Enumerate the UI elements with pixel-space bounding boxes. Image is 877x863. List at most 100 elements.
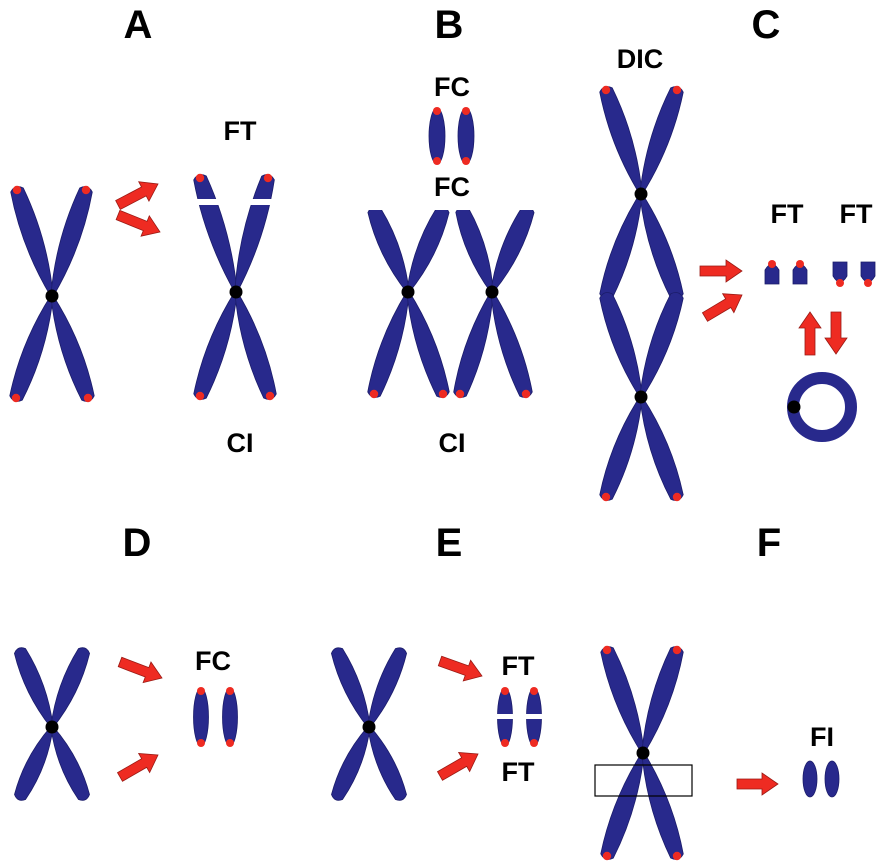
a-chromosome-telomere-3 [83, 393, 93, 403]
panel-letter-a: A [124, 3, 153, 47]
c-dicentric-upper-arm-3 [639, 193, 684, 300]
b-chromosome-left-arm-0 [367, 206, 410, 293]
d-fragment-left-telomere-top [197, 687, 205, 695]
d-chromosome-arm-2 [14, 726, 54, 801]
b-chromosome-right-telomere-2 [455, 389, 465, 399]
e-chromosome-arm-3 [367, 726, 407, 801]
b-chromosome-left-arm-2 [367, 291, 410, 398]
d-fragment-left-telomere-bottom [197, 739, 205, 747]
f-chromosome-telomere-3 [672, 851, 682, 861]
label-d-fc: FC [195, 646, 231, 676]
a-chromosome-telomere-2 [11, 393, 21, 403]
selection-box [594, 764, 693, 797]
panel-letter-f: F [757, 521, 781, 565]
e-chromosome-centromere [362, 720, 376, 734]
b-chromosome-right-arm-0 [455, 206, 494, 293]
b-chromosome-left-telomere-3 [438, 389, 448, 399]
a-break-gap [190, 199, 280, 205]
c-terminal-fragment-telomere-3 [864, 279, 872, 287]
c-dicentric-lower-telomere-2 [601, 492, 611, 502]
a-chromosome-telomere-0 [12, 185, 22, 195]
label-c-ft-left: FT [771, 199, 804, 229]
chromosome-arms [9, 86, 684, 860]
c-dicentric-lower-arm-2 [599, 396, 643, 501]
b-fragment-left-telomere-top [433, 107, 441, 115]
e-chromosome-arm-1 [367, 647, 407, 728]
label-f-fi: FI [810, 722, 834, 752]
panel-letter-b: B [435, 3, 464, 47]
c-dicentric-lower-arm-3 [639, 396, 684, 501]
e-fragment-right-telomere-top [530, 687, 538, 695]
c-terminal-fragment-telomere-1 [796, 260, 804, 268]
panel-letter-c: C [752, 3, 781, 47]
b-chromosome-right-centromere [485, 285, 499, 299]
d-chromosome-arm-1 [50, 647, 90, 728]
e-fragment-left-telomere-top [501, 687, 509, 695]
f-chromosome-arm-1 [641, 646, 684, 754]
a-chromosome-centromere [45, 289, 59, 303]
label-a-ci: CI [227, 428, 254, 458]
c-dicentric-upper-arm-0 [599, 86, 643, 195]
b-chromosome-right-telomere-3 [521, 389, 531, 399]
c-dicentric-lower-arm-0 [599, 292, 643, 398]
b-chromosome-right-arm-3 [490, 291, 533, 398]
a-chromosome-arm-1 [50, 186, 93, 297]
label-b-fc-mid: FC [434, 172, 470, 202]
a-chromosome-arm-2 [9, 295, 54, 402]
a-chromosome-broken-arm-2 [193, 291, 238, 400]
b-chromosome-left-telomere-2 [369, 389, 379, 399]
label-c-ft-right: FT [840, 199, 873, 229]
e-fragment-left-telomere-bottom [501, 739, 509, 747]
a-chromosome-broken-arm-3 [234, 291, 277, 400]
b-chromosome-left-centromere [401, 285, 415, 299]
a-chromosome-broken-arm-0 [193, 174, 238, 293]
b-cut-line [360, 206, 545, 210]
d-chromosome-arm-3 [50, 726, 90, 801]
e-chromosome-arm-0 [331, 647, 371, 728]
label-c-dic: DIC [617, 44, 664, 74]
c-dicentric-lower-arm-1 [639, 292, 684, 398]
d-arrow-lower [116, 753, 159, 782]
c-dicentric-upper-centromere [634, 187, 648, 201]
e-chromosome-arm-2 [331, 726, 371, 801]
label-e-ft-bottom: FT [502, 757, 535, 787]
b-chromosome-right-arm-2 [453, 291, 494, 398]
centromeres [45, 187, 801, 760]
d-fragment-right [222, 687, 238, 747]
b-fragment-left-telomere-bottom [433, 157, 441, 165]
f-fragment-right [824, 760, 840, 798]
panel-letter-e: E [436, 521, 463, 565]
d-fragment-left [193, 687, 209, 747]
label-a-ft: FT [224, 116, 257, 146]
arrows [115, 181, 848, 796]
d-arrow-upper [117, 656, 163, 684]
f-arrow [736, 772, 779, 796]
e-arrow-lower [436, 752, 479, 781]
c-arrow-up [798, 311, 822, 356]
c-terminal-fragment-telomere-0 [768, 260, 776, 268]
label-b-ci: CI [439, 428, 466, 458]
label-e-ft-top: FT [502, 651, 535, 681]
c-dicentric-upper-arm-1 [639, 86, 684, 195]
d-fragment-right-telomere-bottom [226, 739, 234, 747]
c-arrow-upper [699, 259, 743, 283]
b-fragment-right-telomere-top [462, 107, 470, 115]
c-dicentric-lower-telomere-3 [672, 492, 682, 502]
e-arrow-upper [437, 655, 483, 682]
f-chromosome-arm-3 [641, 752, 684, 860]
a-chromosome-broken-telomere-0 [195, 173, 205, 183]
d-fragment-right-telomere-top [226, 687, 234, 695]
a-chromosome-arm-3 [50, 295, 95, 402]
f-chromosome-telomere-1 [672, 645, 682, 655]
e-fragment-break [494, 714, 546, 719]
a-chromosome-broken-telomere-3 [265, 391, 275, 401]
b-fragment-right [457, 107, 475, 165]
c-dicentric-lower-centromere [634, 390, 648, 404]
f-fragment-left [802, 760, 818, 798]
c-ring-chromosome [787, 372, 857, 442]
f-chromosome-centromere [636, 746, 650, 760]
a-chromosome-broken-telomere-2 [195, 391, 205, 401]
f-chromosome-telomere-2 [602, 851, 612, 861]
c-dicentric-upper-arm-2 [599, 193, 643, 300]
